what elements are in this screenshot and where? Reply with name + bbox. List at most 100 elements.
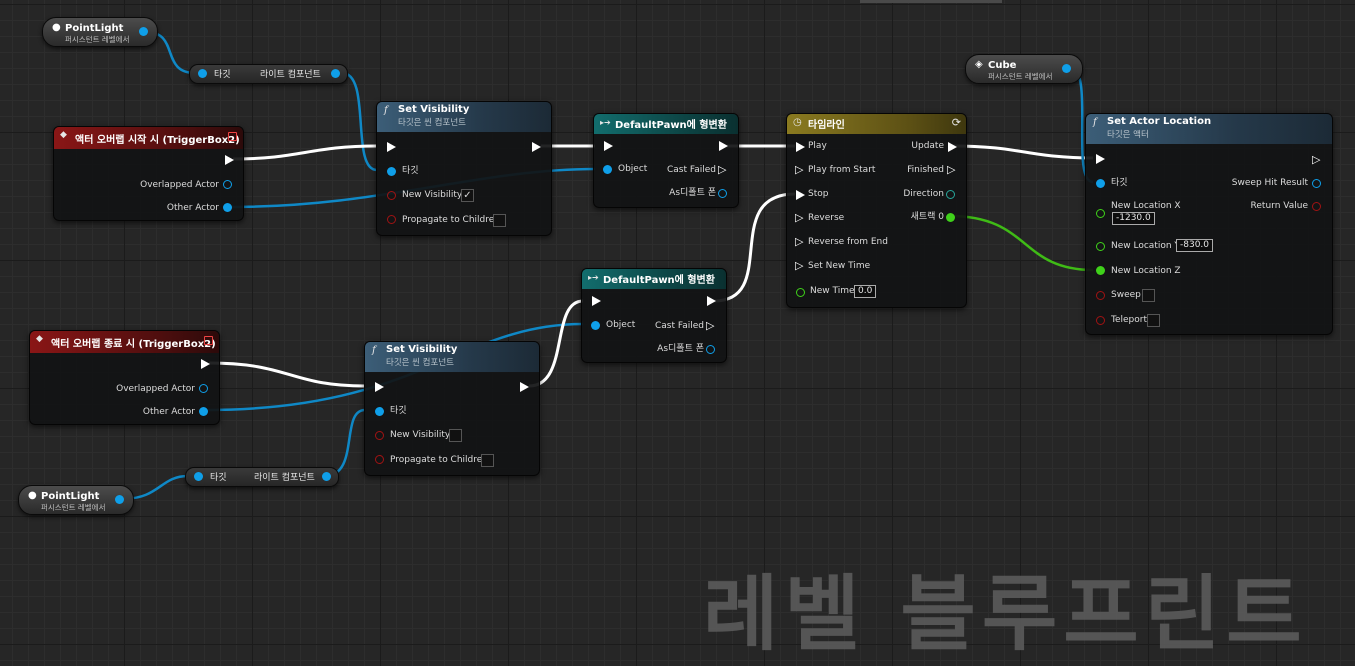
wire-exec-update (952, 144, 1094, 160)
exec-in-pin[interactable] (604, 141, 613, 151)
exec-out-pin[interactable] (707, 296, 716, 306)
cast-defaultpawn-node-top[interactable]: ▸➔ DefaultPawn에 형변환 Object Cast Failed ▷… (593, 113, 739, 208)
pin-label: 타깃 (1111, 178, 1128, 188)
delegate-pin-icon[interactable] (204, 336, 213, 345)
exec-out-pin[interactable] (225, 155, 234, 165)
propagate-checkbox[interactable] (481, 454, 494, 467)
node-header: f Set Visibility 타깃은 씬 컴포넌트 (365, 342, 539, 372)
comp-right-label: 라이트 컴포넌트 (254, 473, 315, 483)
loop-icon[interactable]: ⟳ (951, 116, 961, 129)
light-component-node-bottom[interactable]: 타깃 라이트 컴포넌트 (185, 467, 339, 487)
output-pin[interactable] (115, 495, 124, 504)
cast-icon: ▸➔ (588, 273, 599, 282)
target-pin[interactable] (375, 407, 384, 416)
output-pin[interactable] (322, 472, 331, 481)
exec-in-pin[interactable] (592, 296, 601, 306)
return-value-pin[interactable] (1312, 202, 1321, 211)
pin-label: Reverse (808, 213, 845, 223)
new-time-input[interactable]: 0.0 (854, 285, 877, 298)
sweep-pin[interactable] (1096, 291, 1105, 300)
clock-icon: ◷ (793, 117, 802, 128)
reverse-from-end-pin[interactable]: ▷ (795, 235, 804, 248)
object-pin[interactable] (603, 165, 612, 174)
exec-in-pin[interactable] (387, 142, 396, 152)
set-visibility-node-bottom[interactable]: f Set Visibility 타깃은 씬 컴포넌트 타깃 New Visib… (364, 341, 540, 476)
overlapped-actor-pin[interactable] (223, 180, 232, 189)
pin-label: Reverse from End (808, 237, 888, 247)
target-pin[interactable] (1096, 179, 1105, 188)
node-title: DefaultPawn에 형변환 (615, 120, 727, 131)
new-location-x-pin[interactable] (1096, 209, 1105, 218)
exec-out-pin[interactable] (532, 142, 541, 152)
propagate-pin[interactable] (375, 455, 384, 464)
pointlight-variable-bottom[interactable]: ● PointLight 퍼시스턴트 레벨에서 (18, 485, 134, 515)
pointlight-variable-top[interactable]: ● PointLight 퍼시스턴트 레벨에서 (42, 17, 158, 47)
cast-failed-pin[interactable]: ▷ (706, 319, 715, 332)
new-visibility-pin[interactable] (387, 191, 396, 200)
set-actor-location-node[interactable]: f Set Actor Location 타깃은 액터 ▷ 타깃 Sweep H… (1085, 113, 1333, 335)
new-location-x-input[interactable]: -1230.0 (1112, 212, 1155, 225)
finished-pin[interactable]: ▷ (947, 163, 956, 176)
cube-variable[interactable]: ◈ Cube 퍼시스턴트 레벨에서 (965, 54, 1083, 84)
exec-out-pin[interactable] (201, 359, 210, 369)
new-location-z-pin[interactable] (1096, 266, 1105, 275)
pin-label: New Time (810, 286, 855, 296)
pin-label: Cast Failed (667, 165, 716, 175)
pin-label: Other Actor (142, 407, 195, 417)
play-from-start-pin[interactable]: ▷ (795, 163, 804, 176)
set-visibility-node-top[interactable]: f Set Visibility 타깃은 씬 컴포넌트 타깃 New Visib… (376, 101, 552, 236)
exec-in-pin[interactable] (375, 382, 384, 392)
comp-left-label: 타깃 (214, 70, 231, 80)
node-title: 액터 오버랩 종료 시 (TriggerBox2) (51, 339, 216, 350)
variable-subtitle: 퍼시스턴트 레벨에서 (65, 35, 130, 44)
play-pin[interactable] (796, 142, 805, 152)
overlapped-actor-pin[interactable] (199, 384, 208, 393)
delegate-pin-icon[interactable] (228, 132, 237, 141)
target-pin[interactable] (194, 472, 203, 481)
exec-in-pin[interactable] (1096, 154, 1105, 164)
propagate-pin[interactable] (387, 215, 396, 224)
target-pin[interactable] (387, 167, 396, 176)
sweep-hit-result-pin[interactable] (1312, 179, 1321, 188)
event-end-overlap-node[interactable]: ◆ 액터 오버랩 종료 시 (TriggerBox2) Overlapped A… (29, 330, 220, 425)
target-pin[interactable] (198, 69, 207, 78)
stop-pin[interactable] (796, 190, 805, 200)
timeline-node[interactable]: ◷ 타임라인 ⟳ Play ▷ Play from Start Stop ▷ R… (786, 113, 967, 308)
exec-out-pin[interactable] (719, 141, 728, 151)
new-time-pin[interactable] (796, 288, 805, 297)
other-actor-pin[interactable] (223, 203, 232, 212)
new-location-y-pin[interactable] (1096, 242, 1105, 251)
exec-out-pin[interactable]: ▷ (1312, 153, 1321, 166)
exec-out-pin[interactable] (520, 382, 529, 392)
cast-defaultpawn-node-bottom[interactable]: ▸➔ DefaultPawn에 형변환 Object Cast Failed ▷… (581, 268, 727, 363)
as-pawn-pin[interactable] (718, 189, 727, 198)
function-icon: f (1093, 117, 1097, 128)
object-pin[interactable] (591, 321, 600, 330)
update-pin[interactable] (948, 142, 957, 152)
new-visibility-checkbox[interactable]: ✓ (461, 189, 474, 202)
new-visibility-pin[interactable] (375, 431, 384, 440)
event-begin-overlap-node[interactable]: ◆ 액터 오버랩 시작 시 (TriggerBox2) Overlapped A… (53, 126, 244, 221)
other-actor-pin[interactable] (199, 407, 208, 416)
output-pin[interactable] (139, 27, 148, 36)
teleport-checkbox[interactable] (1147, 314, 1160, 327)
cast-failed-pin[interactable]: ▷ (718, 163, 727, 176)
teleport-pin[interactable] (1096, 316, 1105, 325)
reverse-pin[interactable]: ▷ (795, 211, 804, 224)
function-icon: f (384, 105, 388, 116)
new-visibility-checkbox[interactable] (449, 429, 462, 442)
node-title: Set Actor Location (1107, 116, 1212, 127)
sweep-checkbox[interactable] (1142, 289, 1155, 302)
new-location-y-input[interactable]: -830.0 (1176, 239, 1214, 252)
output-pin[interactable] (1062, 64, 1071, 73)
direction-pin[interactable] (946, 190, 955, 199)
node-subtitle: 타깃은 씬 컴포넌트 (398, 118, 466, 128)
cube-icon: ◈ (975, 59, 983, 70)
propagate-checkbox[interactable] (493, 214, 506, 227)
output-pin[interactable] (331, 69, 340, 78)
node-title: Set Visibility (386, 344, 458, 355)
set-new-time-pin[interactable]: ▷ (795, 259, 804, 272)
new-track-pin[interactable] (946, 213, 955, 222)
as-pawn-pin[interactable] (706, 345, 715, 354)
light-component-node-top[interactable]: 타깃 라이트 컴포넌트 (189, 64, 348, 84)
